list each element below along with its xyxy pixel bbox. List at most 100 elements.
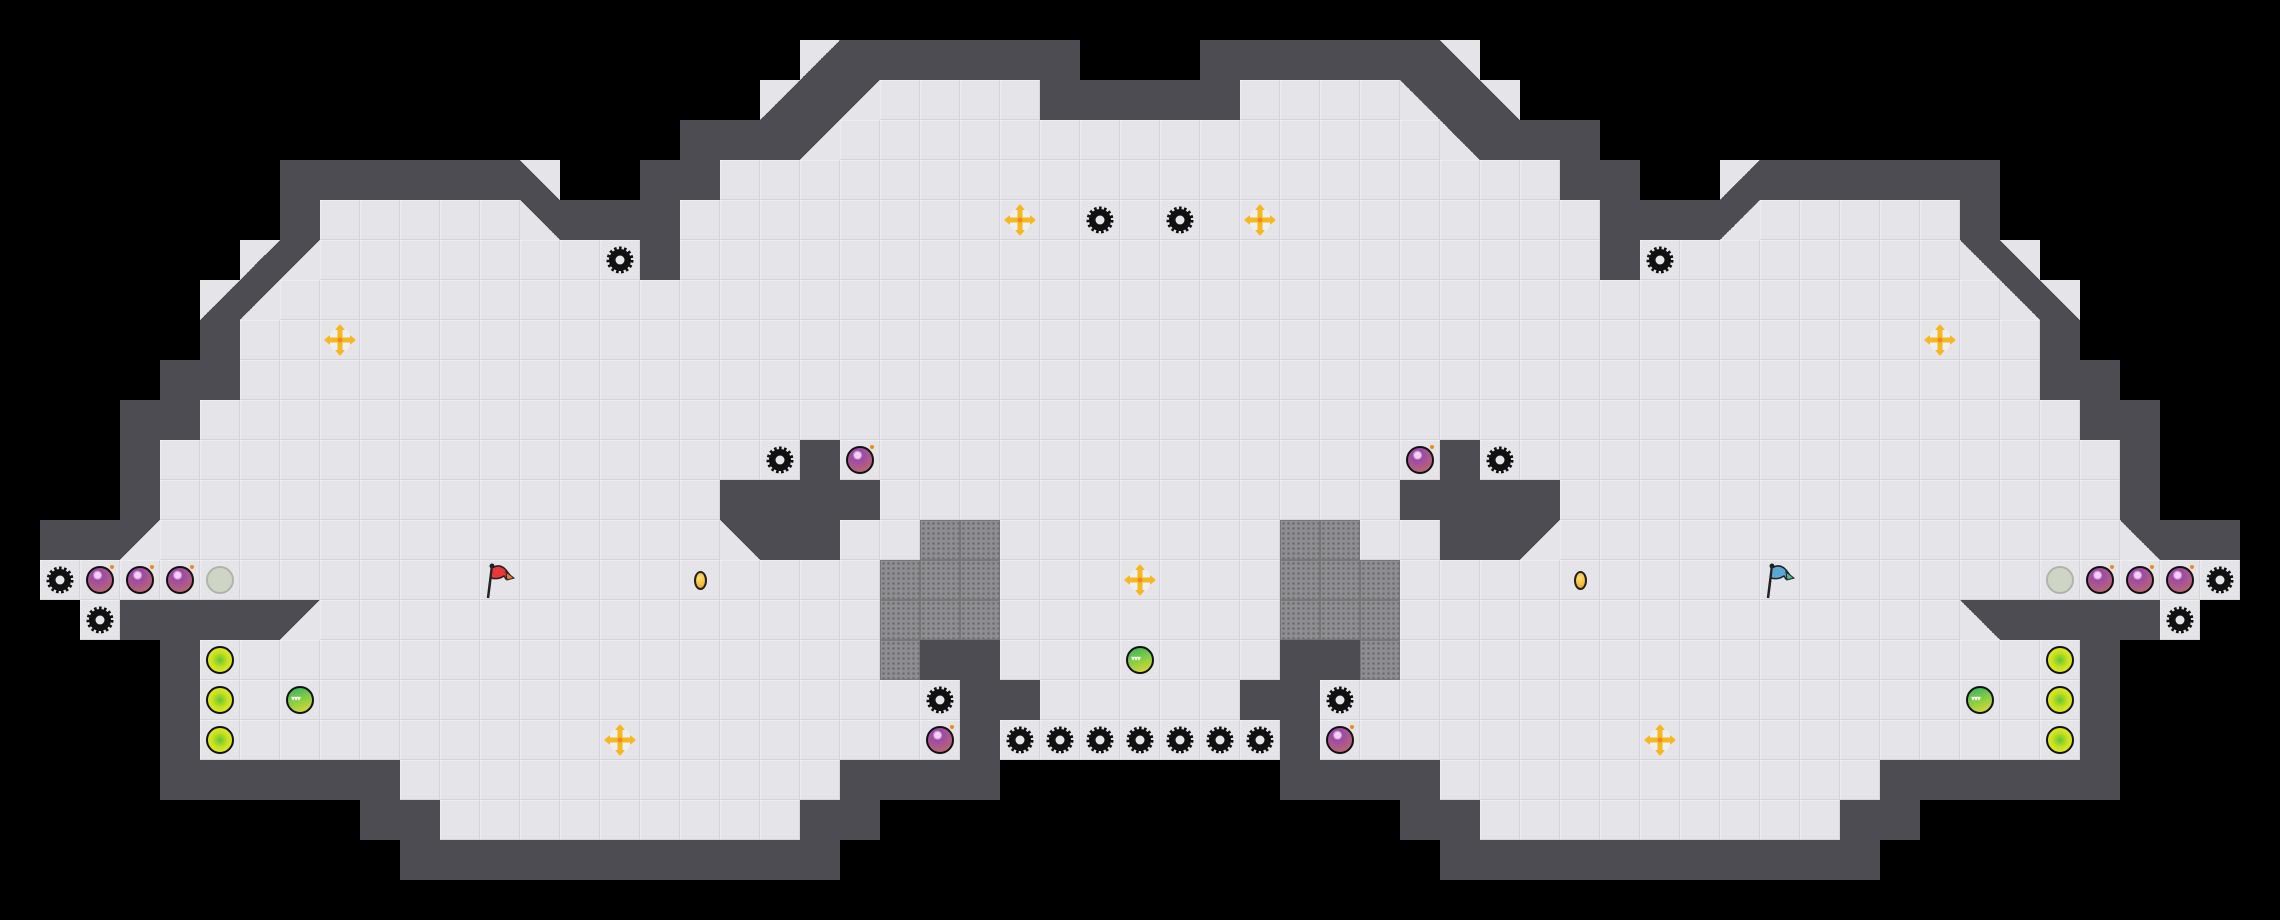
floor-tile	[1800, 600, 1840, 640]
wall-tile	[640, 840, 680, 880]
floor-tile	[1280, 160, 1320, 200]
floor-tile	[880, 120, 920, 160]
wall-tile	[1120, 80, 1160, 120]
floor-tile	[1360, 480, 1400, 520]
floor-tile	[1520, 360, 1560, 400]
floor-tile	[1040, 680, 1080, 720]
move-cross-icon	[1640, 720, 1680, 760]
floor-tile	[320, 680, 360, 720]
floor-tile	[1880, 240, 1920, 280]
wall-tile	[2080, 640, 2120, 680]
wall-tile	[120, 400, 160, 440]
floor-tile	[440, 680, 480, 720]
floor-tile	[1480, 800, 1520, 840]
floor-tile	[1680, 480, 1720, 520]
floor-tile	[1040, 280, 1080, 320]
floor-tile	[680, 240, 720, 280]
floor-tile	[520, 680, 560, 720]
floor-tile	[1200, 600, 1240, 640]
floor-tile	[600, 760, 640, 800]
wall-tile	[960, 720, 1000, 760]
floor-tile	[640, 800, 680, 840]
wall-tile	[600, 200, 640, 240]
floor-tile	[1520, 600, 1560, 640]
floor-tile	[520, 560, 560, 600]
wall-slope-tile	[1960, 240, 2000, 280]
floor-tile	[240, 640, 280, 680]
floor-tile	[400, 320, 440, 360]
floor-tile	[1320, 440, 1360, 480]
wall-tile	[360, 160, 400, 200]
floor-tile	[1720, 680, 1760, 720]
wall-tile	[1840, 840, 1880, 880]
floor-tile	[720, 400, 760, 440]
floor-tile	[1160, 240, 1200, 280]
wall-tile	[2120, 400, 2160, 440]
floor-tile	[1160, 120, 1200, 160]
grate-tile	[880, 560, 920, 600]
floor-tile	[2000, 640, 2040, 680]
saw-blade-icon	[1240, 720, 1280, 760]
grate-tile	[960, 600, 1000, 640]
floor-tile	[360, 560, 400, 600]
floor-tile	[1240, 160, 1280, 200]
wall-slope-tile	[280, 240, 320, 280]
floor-tile	[240, 480, 280, 520]
floor-tile	[1680, 760, 1720, 800]
floor-tile	[1360, 200, 1400, 240]
bomb-icon	[1320, 720, 1360, 760]
floor-tile	[360, 280, 400, 320]
floor-tile	[920, 160, 960, 200]
floor-tile	[680, 360, 720, 400]
floor-tile	[1160, 280, 1200, 320]
floor-tile	[1640, 400, 1680, 440]
floor-tile	[1640, 800, 1680, 840]
floor-tile	[280, 320, 320, 360]
floor-tile	[1080, 600, 1120, 640]
wall-tile	[2000, 600, 2040, 640]
grate-tile	[1320, 560, 1360, 600]
floor-tile	[800, 560, 840, 600]
saw-blade-icon	[1080, 720, 1120, 760]
floor-tile	[1480, 560, 1520, 600]
floor-tile	[1080, 520, 1120, 560]
floor-tile	[1760, 240, 1800, 280]
floor-tile	[2000, 400, 2040, 440]
floor-tile	[880, 80, 920, 120]
chomper-orb-icon	[1960, 680, 2000, 720]
floor-tile	[960, 480, 1000, 520]
floor-tile	[720, 200, 760, 240]
yellow-orb-icon	[200, 720, 240, 760]
wall-tile	[1400, 40, 1440, 80]
floor-tile	[280, 480, 320, 520]
floor-tile	[1680, 520, 1720, 560]
floor-tile	[240, 680, 280, 720]
floor-tile	[600, 520, 640, 560]
floor-tile	[760, 280, 800, 320]
floor-tile	[920, 80, 960, 120]
floor-tile	[360, 480, 400, 520]
floor-tile	[160, 520, 200, 560]
floor-tile	[1240, 600, 1280, 640]
wall-tile	[320, 160, 360, 200]
wall-tile	[2040, 600, 2080, 640]
floor-tile	[640, 360, 680, 400]
wall-tile	[760, 840, 800, 880]
wall-tile	[1080, 80, 1120, 120]
floor-tile	[1360, 80, 1400, 120]
floor-tile	[1040, 360, 1080, 400]
floor-tile	[1200, 480, 1240, 520]
floor-tile	[1360, 240, 1400, 280]
floor-tile	[680, 600, 720, 640]
floor-tile	[1680, 320, 1720, 360]
floor-tile	[440, 400, 480, 440]
grate-tile	[920, 560, 960, 600]
saw-blade-icon	[1160, 200, 1200, 240]
floor-tile	[1840, 440, 1880, 480]
floor-tile	[1760, 760, 1800, 800]
floor-tile	[1360, 320, 1400, 360]
wall-tile	[1440, 480, 1480, 520]
wall-tile	[1280, 40, 1320, 80]
floor-tile	[1680, 720, 1720, 760]
wall-tile	[1280, 720, 1320, 760]
